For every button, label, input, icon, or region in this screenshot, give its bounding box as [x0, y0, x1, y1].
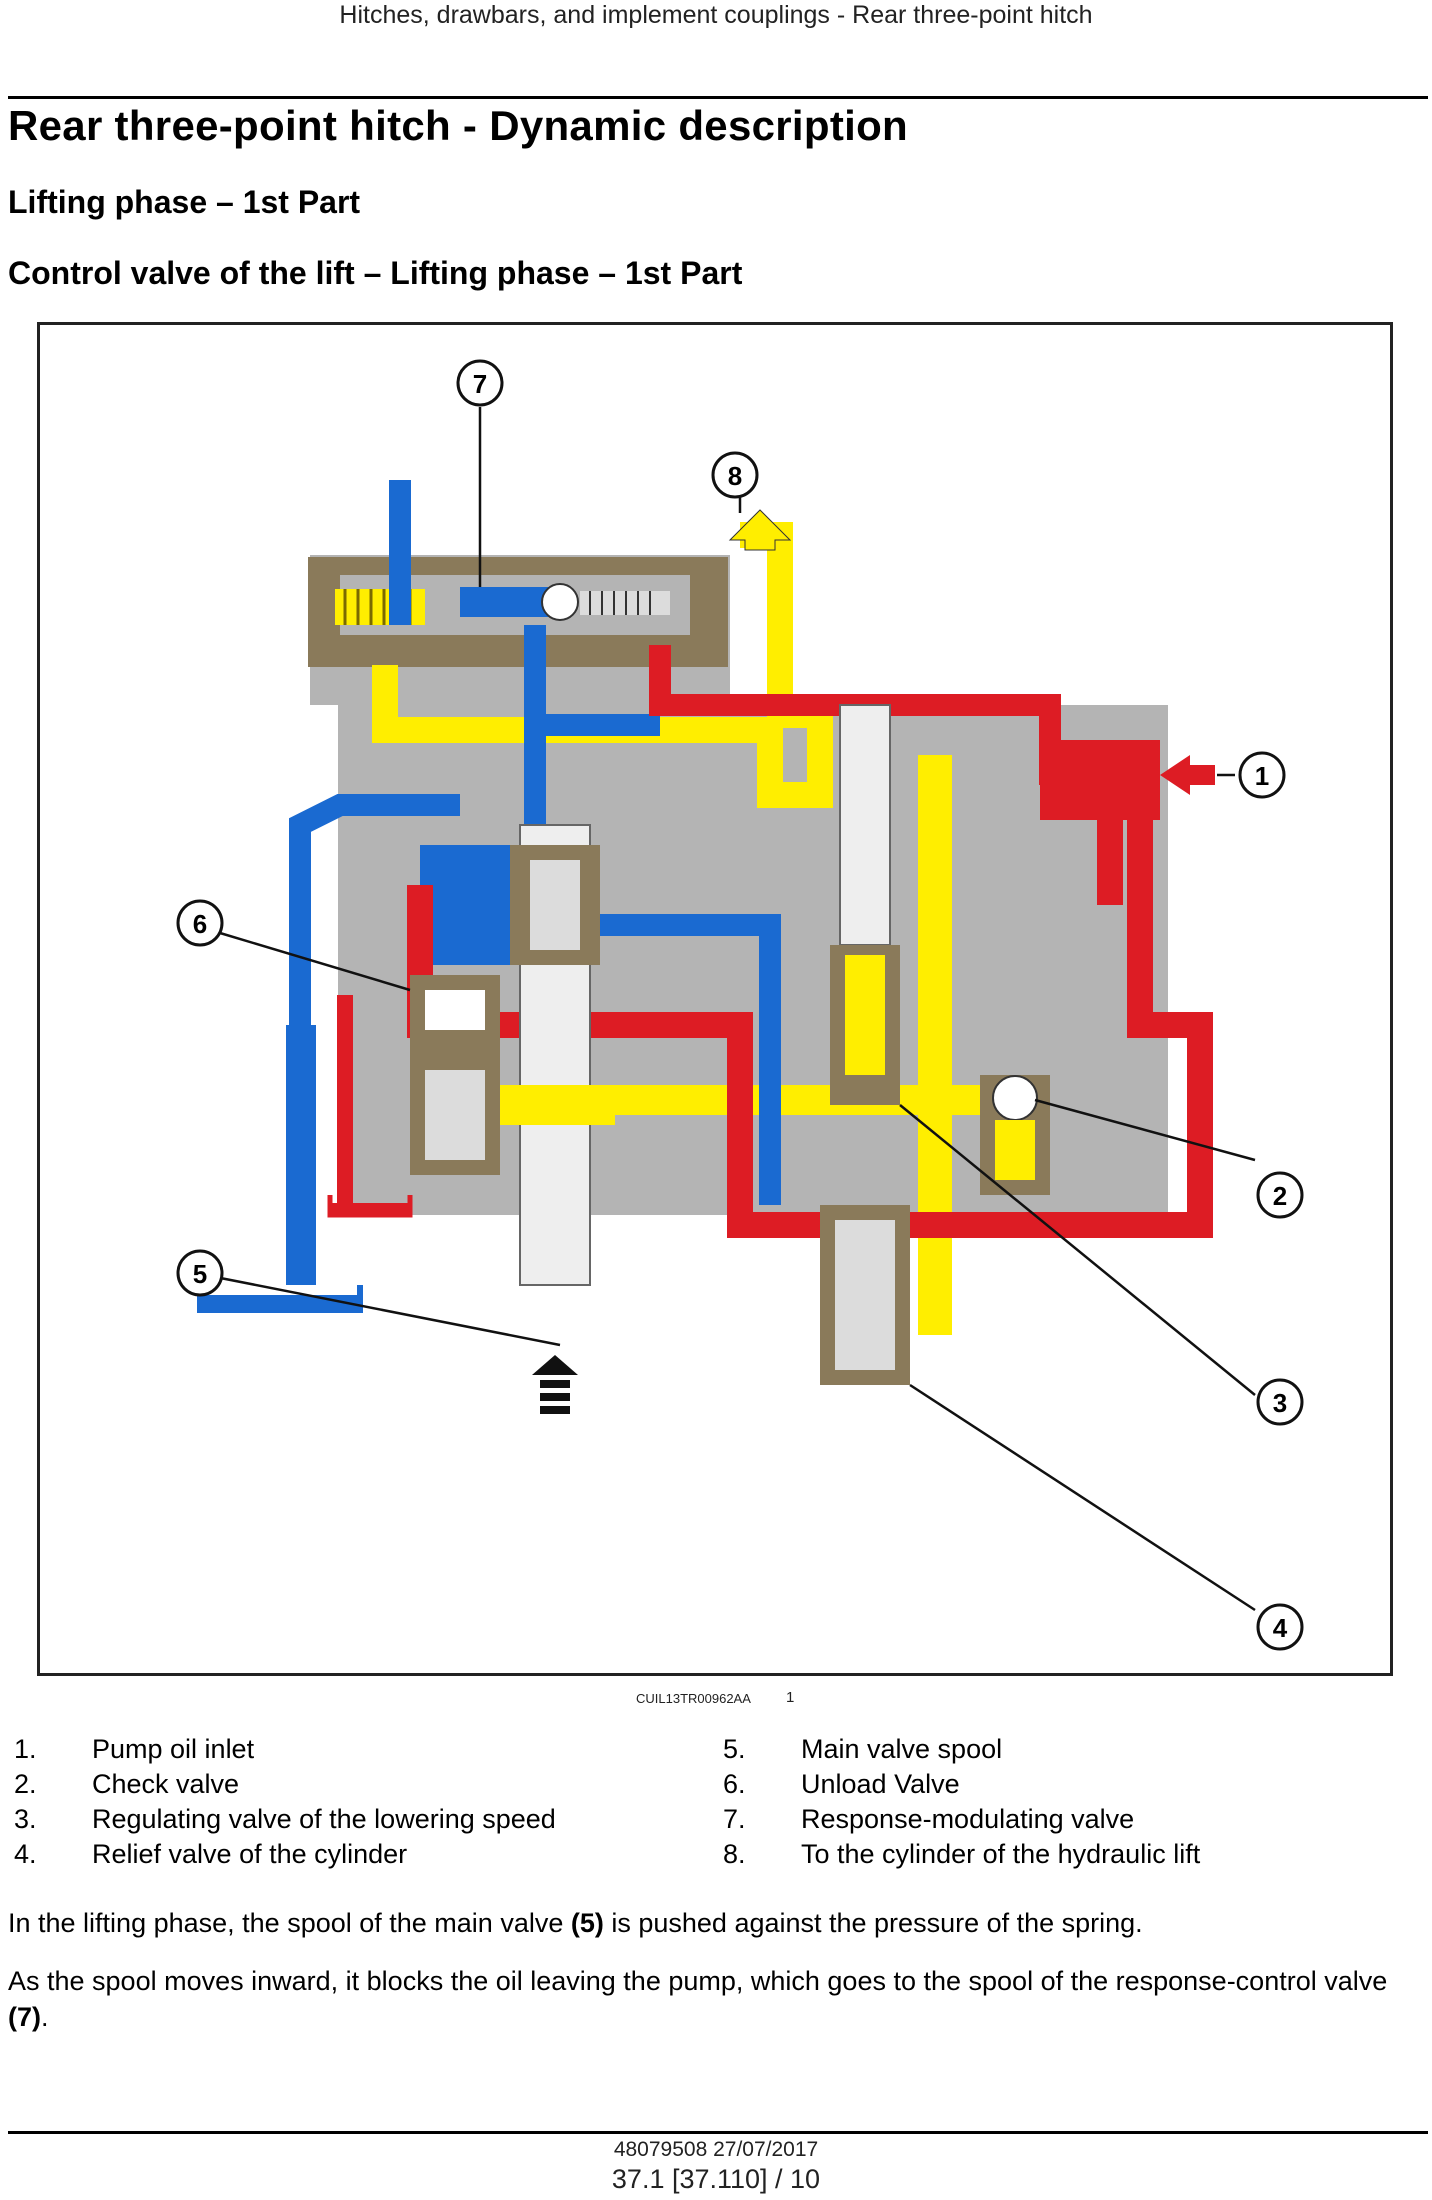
- inlet-arrow-icon: [1160, 755, 1190, 795]
- svg-text:5: 5: [193, 1259, 207, 1289]
- main-spool-land: [495, 1085, 615, 1125]
- callout-1: 1: [1238, 751, 1286, 799]
- legend-item: 5.Main valve spool: [723, 1734, 1003, 1764]
- callout-6: 6: [176, 899, 224, 947]
- regulating-spring: [845, 955, 885, 1075]
- svg-text:4: 4: [1273, 1613, 1288, 1643]
- figure-heading: Control valve of the lift – Lifting phas…: [8, 255, 743, 291]
- callout-7: 7: [456, 359, 504, 407]
- paragraph-1: In the lifting phase, the spool of the m…: [8, 1908, 1143, 1938]
- arrow-to-cylinder: [728, 509, 792, 551]
- footer-doc: 48079508 27/07/2017: [613, 2138, 819, 2161]
- running-head: Hitches, drawbars, and implement couplin…: [339, 1, 1093, 29]
- svg-text:1: 1: [1255, 761, 1269, 791]
- check-valve-ball: [992, 1075, 1038, 1121]
- legend-right: 5.Main valve spool 6.Unload Valve 7.Resp…: [723, 1732, 1200, 1872]
- relief-spring: [835, 1220, 895, 1370]
- header-rule: [8, 96, 1428, 99]
- main-spool-spring: [530, 860, 580, 950]
- tank-left: [197, 1285, 363, 1313]
- footer-rule: [8, 2131, 1428, 2134]
- callout-5: 5: [176, 1249, 224, 1297]
- tank-right: [327, 1195, 413, 1218]
- legend-item: 8.To the cylinder of the hydraulic lift: [723, 1839, 1201, 1869]
- callout-8: 8: [711, 451, 759, 499]
- callout-leaders: [194, 407, 1256, 1612]
- page-title: Rear three-point hitch - Dynamic descrip…: [8, 102, 908, 149]
- lift-line: [372, 522, 833, 808]
- tank-left-oil: [203, 1295, 357, 1309]
- spring-right-coils: [589, 591, 651, 615]
- hydraulic-diagram-figure: 1 2 3 4 5 6 7 8: [37, 322, 1393, 1676]
- section-heading: Lifting phase – 1st Part: [8, 184, 361, 220]
- legend-item: 3.Regulating valve of the lowering speed: [14, 1804, 556, 1834]
- regulating-stem: [839, 704, 891, 946]
- return-line: [289, 480, 660, 1270]
- svg-text:7: 7: [473, 369, 487, 399]
- footer-page: 37.1 [37.110] / 10: [611, 2164, 821, 2194]
- return-line-lower: [600, 914, 781, 1205]
- callout-4: 4: [1256, 1603, 1304, 1651]
- svg-text:8: 8: [728, 461, 742, 491]
- figure-code: CUIL13TR00962AA: [636, 1691, 751, 1706]
- legend-item: 2.Check valve: [14, 1769, 240, 1799]
- legend-item: 7.Response-modulating valve: [723, 1804, 1135, 1834]
- paragraph-2: As the spool moves inward, it blocks the…: [8, 1966, 1388, 2032]
- legend-item: 1.Pump oil inlet: [14, 1734, 255, 1764]
- svg-text:6: 6: [193, 909, 207, 939]
- return-tube: [286, 1025, 316, 1285]
- callout-2: 2: [1256, 1171, 1304, 1219]
- unload-spring: [425, 1070, 485, 1160]
- legend-item: 4.Relief valve of the cylinder: [14, 1839, 408, 1869]
- callout-3: 3: [1256, 1378, 1304, 1426]
- legend-item: 6.Unload Valve: [723, 1769, 960, 1799]
- push-arrow-icon: [532, 1355, 578, 1375]
- check-valve-spring: [995, 1120, 1035, 1180]
- pump-inlet-port: [1040, 740, 1160, 820]
- spring-left-coils: [343, 589, 412, 625]
- svg-text:3: 3: [1273, 1388, 1287, 1418]
- svg-text:2: 2: [1273, 1181, 1287, 1211]
- check-ball-top: [541, 583, 579, 621]
- tank-right-oil: [332, 1203, 408, 1214]
- legend-left: 1.Pump oil inlet 2.Check valve 3.Regulat…: [14, 1732, 556, 1872]
- hydraulic-diagram: 1 2 3 4 5 6 7 8: [176, 359, 1304, 1651]
- figure-number: 1: [786, 1689, 795, 1706]
